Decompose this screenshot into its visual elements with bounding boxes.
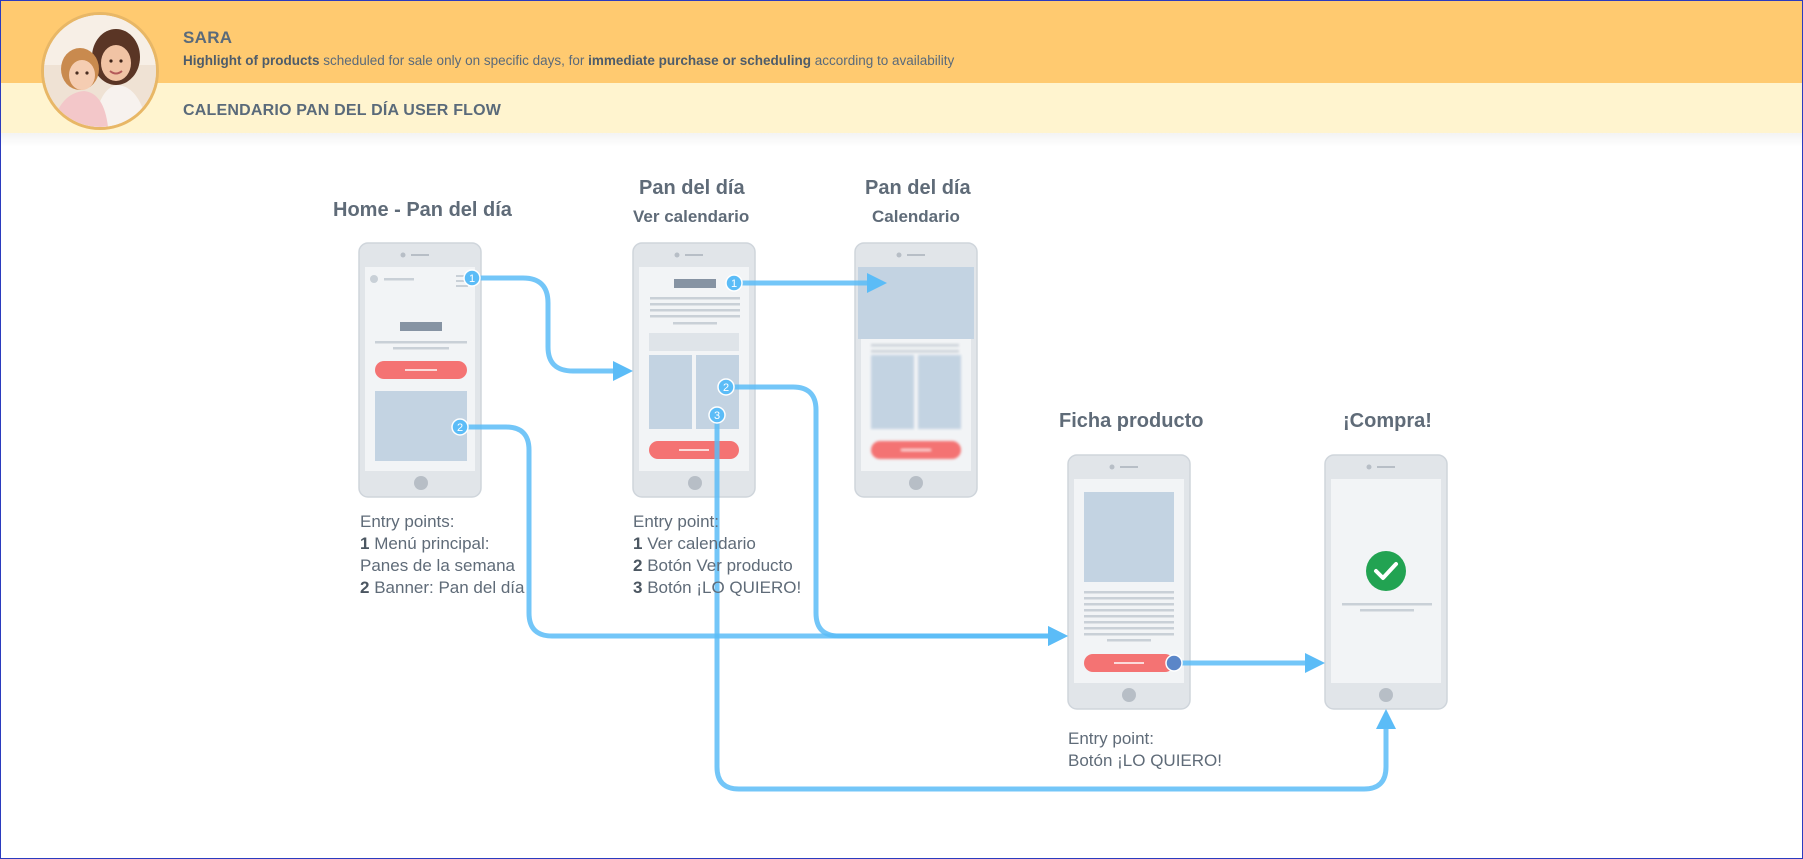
ficha-phone-mockup: [1067, 454, 1191, 710]
calendario-screen-subtitle: Calendario: [872, 207, 960, 226]
arrow-ver2-to-ficha: [723, 384, 1068, 646]
ver-calendario-phone-mockup: [632, 242, 756, 498]
calendario-phone-mockup: [854, 242, 978, 498]
marker-ver-3: 3: [708, 406, 726, 424]
arrow-home2-to-ficha: [457, 424, 1068, 646]
compra-screen-title: ¡Compra!: [1343, 410, 1432, 432]
ficha-entry-point: Entry point: Botón ¡LO QUIERO!: [1068, 729, 1222, 770]
marker-home-2-label: 2: [457, 422, 463, 434]
check-circle-icon: [1366, 551, 1406, 591]
marker-ver-2: 2: [717, 378, 735, 396]
marker-ver-3-label: 3: [714, 410, 720, 422]
compra-phone-mockup: [1324, 454, 1448, 710]
home-screen-title: Home - Pan del día: [333, 199, 512, 221]
persona-banner: [1, 1, 1802, 83]
home-phone-mockup: [358, 242, 482, 498]
arrow-ver3-to-compra: [714, 412, 1396, 792]
flow-title: CALENDARIO PAN DEL DÍA USER FLOW: [183, 102, 502, 119]
marker-home-1-label: 1: [469, 273, 475, 285]
ver-calendario-entry-points: Entry point: 1 Ver calendario 2 Botón Ve…: [633, 512, 802, 597]
marker-home-2: 2: [451, 418, 469, 436]
marker-ver-2-label: 2: [723, 382, 729, 394]
marker-ficha-cta: [1165, 654, 1183, 672]
persona-name: SARA: [183, 28, 233, 47]
calendario-screen-title: Pan del día: [865, 177, 971, 199]
marker-home-1: 1: [463, 269, 481, 287]
home-entry-points: Entry points: 1 Menú principal: Panes de…: [360, 512, 525, 597]
flow-title-bar: [1, 83, 1802, 133]
ficha-screen-title: Ficha producto: [1059, 410, 1204, 432]
persona-description: Highlight of products scheduled for sale…: [183, 53, 955, 68]
ver-calendario-screen-subtitle: Ver calendario: [633, 207, 750, 226]
marker-ver-1-label: 1: [731, 278, 737, 290]
arrow-home1-to-ver-calendario: [469, 275, 633, 381]
ver-calendario-screen-title: Pan del día: [639, 177, 745, 199]
marker-ver-1: 1: [725, 274, 743, 292]
